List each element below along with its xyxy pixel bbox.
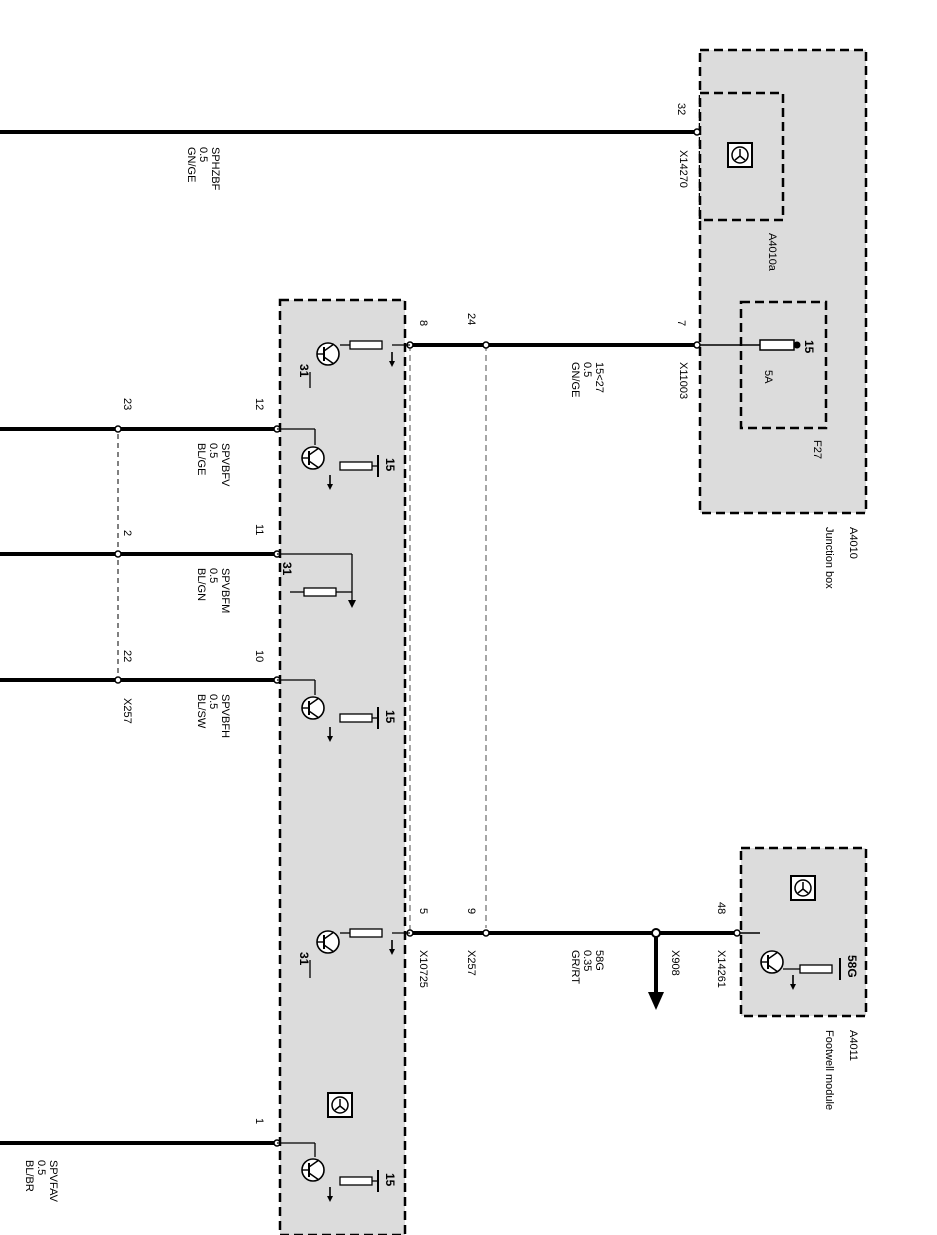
svg-text:BL/GE: BL/GE	[195, 443, 207, 475]
term-15-pin12: 15	[383, 458, 397, 472]
footwell-resistor	[799, 964, 833, 974]
svg-text:BL/BR: BL/BR	[23, 1160, 35, 1192]
svg-text:SPVBFV: SPVBFV	[219, 443, 231, 487]
svg-text:0.5: 0.5	[207, 443, 219, 458]
svg-text:0.5: 0.5	[197, 147, 209, 162]
footwell-name-label: Footwell module	[823, 1030, 835, 1110]
svg-text:SPVFAV: SPVFAV	[47, 1160, 59, 1203]
pin-32: 32	[675, 103, 687, 115]
svg-text:BL/SW: BL/SW	[195, 694, 207, 729]
term-15-pin10: 15	[383, 710, 397, 724]
wire-label-15-27: 15<27 0.5 GN/GE	[569, 362, 605, 397]
connector-x14261: X14261	[715, 950, 727, 988]
svg-text:0.5: 0.5	[207, 568, 219, 583]
pin-2: 2	[121, 530, 133, 536]
svg-text:GN/GE: GN/GE	[569, 362, 581, 397]
connector-x257: X257	[465, 950, 477, 976]
fuse-id-label: F27	[811, 440, 823, 459]
stage-pin12	[277, 428, 379, 491]
term-31-pin11: 31	[280, 562, 294, 576]
svg-text:GN/GE: GN/GE	[185, 147, 197, 182]
svg-text:0.5: 0.5	[581, 362, 593, 377]
pin-7: 7	[675, 320, 687, 326]
pin-22: 22	[121, 650, 133, 662]
wire-label-spvbfm: SPVBFM 0.5 BL/GN	[195, 568, 231, 613]
connector-x14270: X14270	[677, 150, 689, 188]
svg-text:BL/GN: BL/GN	[195, 568, 207, 601]
svg-text:0.5: 0.5	[35, 1160, 47, 1175]
svg-text:SPVBFM: SPVBFM	[219, 568, 231, 613]
fuse-terminal-label: 15	[802, 340, 816, 354]
wire-label-spvbfv: SPVBFV 0.5 BL/GE	[195, 443, 231, 487]
footwell-id-label: A4011	[847, 1030, 859, 1061]
term-15-pin1: 15	[383, 1173, 397, 1187]
svg-text:SPVBFH: SPVBFH	[219, 694, 231, 738]
connector-x11003: X11003	[677, 362, 689, 399]
svg-text:0.35: 0.35	[581, 950, 593, 971]
junction-box-sensor-icon	[727, 142, 753, 168]
stage-pin5	[309, 928, 410, 978]
pin-8: 8	[417, 320, 429, 326]
fuse-terminal-dot	[793, 341, 801, 349]
term-31-pin8: 31	[297, 364, 311, 378]
svg-text:GR/RT: GR/RT	[569, 950, 581, 984]
pin-23: 23	[121, 398, 133, 410]
fuse-rating-label: 5A	[762, 370, 774, 384]
wire-label-58g: 58G 0.35 GR/RT	[569, 950, 605, 984]
wire-label-spvfaw: SPVFAV 0.5 BL/BR	[23, 1160, 59, 1203]
connector-x257-left: X257	[121, 698, 133, 724]
footwell-sensor-icon	[790, 875, 816, 901]
connector-x908: X908	[669, 950, 681, 976]
stage-pin8	[309, 340, 410, 388]
footwell-module	[739, 846, 868, 1018]
pin-1: 1	[253, 1118, 265, 1124]
footwell-transistor-icon	[760, 950, 784, 974]
junction-box-name-label: Junction box	[823, 527, 835, 589]
stage-pin10	[277, 679, 379, 743]
junction-box-sub-id-label: A4010a	[766, 233, 778, 272]
fuse-body	[759, 339, 795, 351]
stage-pin1	[277, 1142, 379, 1203]
svg-text:0.5: 0.5	[207, 694, 219, 709]
connector-x10725: X10725	[417, 950, 429, 988]
term-58g-footwell: 58G	[845, 955, 859, 978]
pin-10: 10	[253, 650, 265, 662]
junction-box-id-label: A4010	[847, 527, 859, 559]
pin-9: 9	[465, 908, 477, 914]
pin-5: 5	[417, 908, 429, 914]
wire-label-sphzbf: SPHZBF 0.5 GN/GE	[185, 147, 221, 191]
term-31-pin5: 31	[297, 952, 311, 966]
svg-text:SPHZBF: SPHZBF	[209, 147, 221, 191]
x908-arrow-icon	[648, 992, 664, 1010]
svg-text:58G: 58G	[593, 950, 605, 971]
fuse-enclosure	[739, 300, 828, 430]
pin-12: 12	[253, 398, 265, 410]
stage-pin11	[277, 553, 356, 608]
wire-label-spvbfh: SPVBFH 0.5 BL/SW	[195, 694, 231, 738]
left-component-module	[278, 298, 407, 1235]
pin-24: 24	[465, 313, 477, 325]
pin-11: 11	[253, 524, 265, 535]
svg-text:15<27: 15<27	[593, 362, 605, 393]
x908-splice-dot	[651, 928, 661, 938]
left-module-sensor-icon	[327, 1092, 353, 1118]
pin-markers	[114, 128, 741, 1147]
pin-48: 48	[715, 902, 727, 914]
